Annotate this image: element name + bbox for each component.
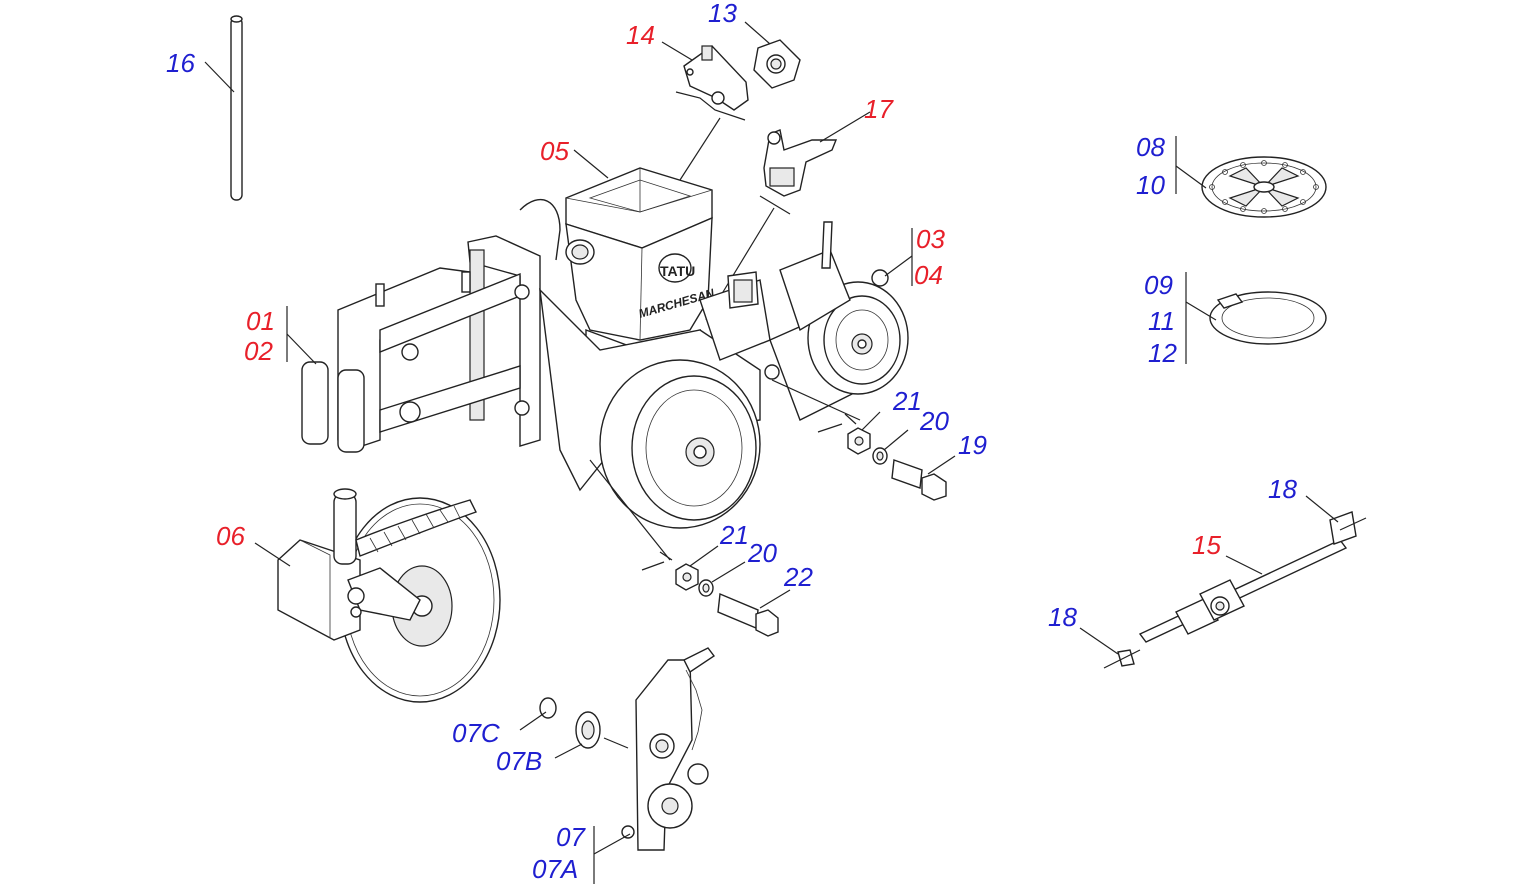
- label-07c: 07C: [452, 718, 500, 748]
- label-20-upper: 20: [919, 406, 949, 436]
- label-22: 22: [783, 562, 813, 592]
- label-05: 05: [540, 136, 569, 166]
- part-08-10-seed-plate: [1175, 136, 1327, 218]
- part-16-rod: [204, 15, 243, 201]
- part-09-11-12-ring: [1185, 272, 1327, 364]
- part-number-labels: 16 14 13 05 17 01 02 03 04 08 10 09 11 1…: [166, 0, 1297, 884]
- label-09: 09: [1144, 270, 1173, 300]
- label-06: 06: [216, 521, 245, 551]
- label-03: 03: [916, 224, 945, 254]
- part-17-lever: [705, 111, 871, 321]
- part-06-disc-opener: [254, 488, 501, 703]
- label-07: 07: [556, 822, 586, 852]
- gauge-wheel: [589, 359, 761, 561]
- part-01-02-leader: [286, 306, 317, 365]
- label-14: 14: [626, 20, 655, 50]
- label-04: 04: [914, 260, 943, 290]
- label-07b: 07B: [496, 746, 542, 776]
- label-17: 17: [864, 94, 894, 124]
- part-14-bracket: [661, 41, 749, 121]
- label-21-upper: 21: [892, 386, 922, 416]
- part-19-20-21-hardware-upper: [817, 411, 956, 501]
- label-13: 13: [708, 0, 737, 28]
- label-21-lower: 21: [719, 520, 749, 550]
- part-13-clamp: [744, 21, 801, 89]
- label-16: 16: [166, 48, 195, 78]
- part-03-04-wheel: [764, 221, 913, 421]
- label-18-upper: 18: [1268, 474, 1297, 504]
- label-15: 15: [1192, 530, 1221, 560]
- label-10: 10: [1136, 170, 1165, 200]
- label-02: 02: [244, 336, 273, 366]
- label-20-lower: 20: [747, 538, 777, 568]
- label-12: 12: [1148, 338, 1177, 368]
- label-07a: 07A: [532, 854, 578, 884]
- part-20-21-22-hardware-lower: [641, 545, 791, 637]
- label-18-lower: 18: [1048, 602, 1077, 632]
- hopper-brand-logo: TATU: [660, 263, 695, 279]
- part-15-18-drive-shaft: [1079, 495, 1367, 669]
- label-19: 19: [958, 430, 987, 460]
- label-11: 11: [1148, 306, 1175, 336]
- part-07-chain-tensioner: [519, 647, 716, 884]
- label-08: 08: [1136, 132, 1165, 162]
- label-01: 01: [246, 306, 275, 336]
